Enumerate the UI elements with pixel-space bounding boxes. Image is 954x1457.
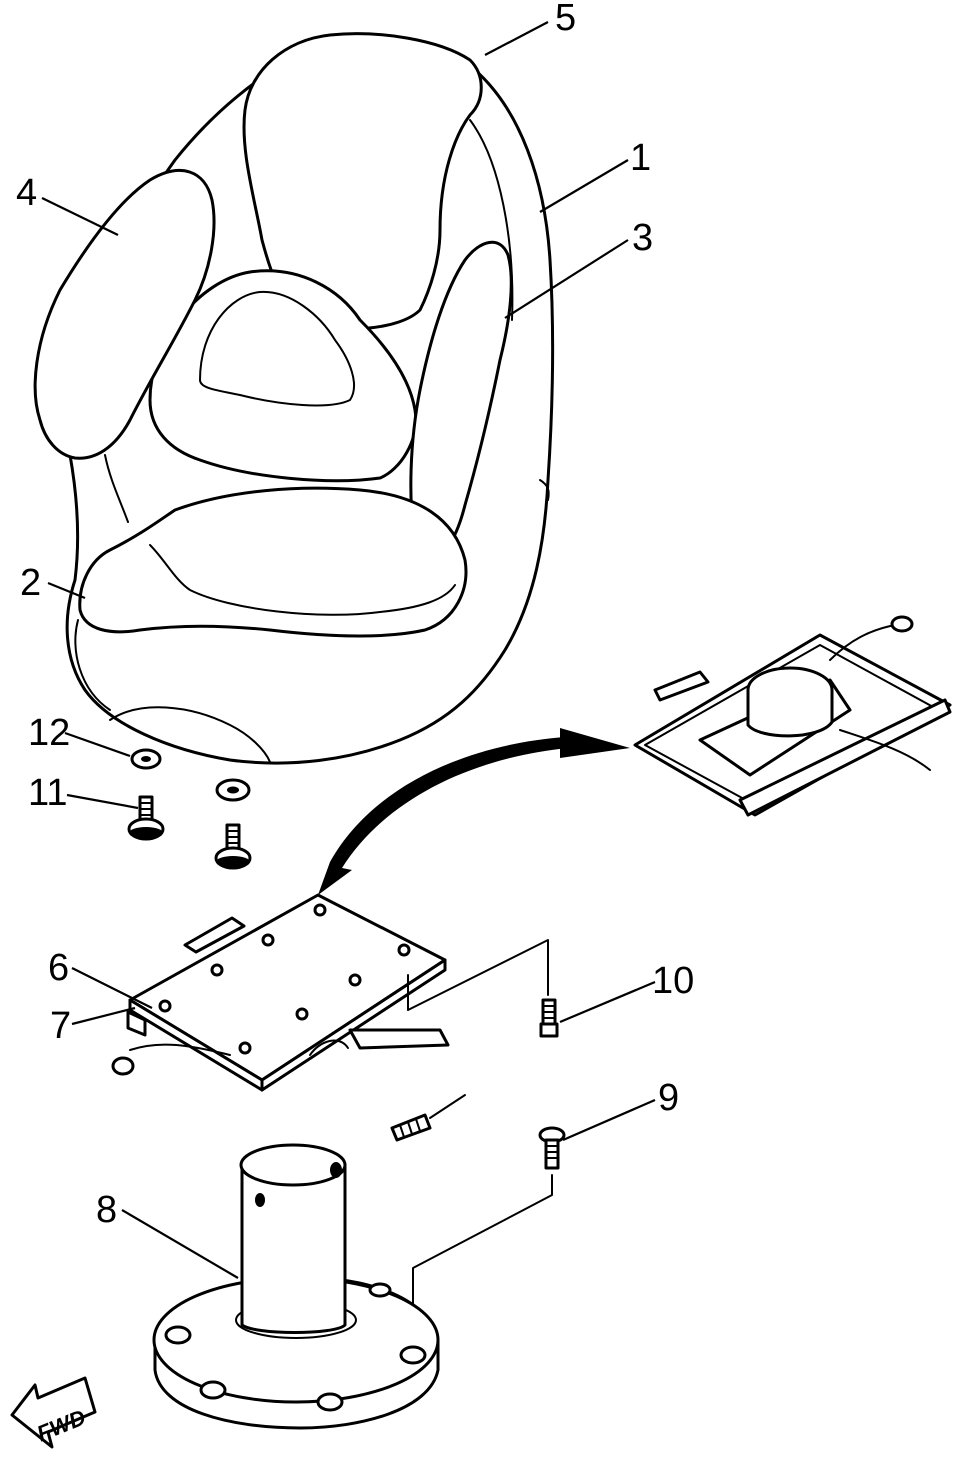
pedestal-base: [152, 1143, 440, 1430]
screw-9: [412, 1126, 566, 1346]
callout-12: 12: [28, 712, 70, 754]
washer-12-left: [130, 748, 162, 770]
leader-lines: [41, 21, 656, 1279]
seat-cushion: [74, 486, 468, 763]
assembly-arrow: [318, 728, 630, 895]
callout-3: 3: [632, 217, 653, 259]
pedestal-side-screw: [390, 1094, 466, 1142]
swivel-underside-view: [633, 615, 952, 817]
callout-4: 4: [16, 172, 37, 214]
callout-7: 7: [50, 1005, 71, 1047]
screw-10: [407, 939, 559, 1038]
callout-1: 1: [630, 137, 651, 179]
callout-11: 11: [28, 772, 67, 814]
callout-10: 10: [652, 960, 694, 1002]
backrest-lumbar: [148, 269, 418, 483]
mounting-plate: [111, 893, 450, 1092]
bolt-11-left: [127, 795, 165, 841]
callout-numbers: 5 1 3 4 2 12 11 6 7 8 9 10: [16, 0, 694, 1231]
backrest-center: [242, 32, 483, 331]
callout-9: 9: [658, 1077, 679, 1119]
fwd-arrow-icon: FWD: [10, 1376, 97, 1449]
callout-2: 2: [20, 562, 41, 604]
callout-5: 5: [555, 0, 576, 39]
callout-8: 8: [96, 1189, 117, 1231]
bolt-11-right: [214, 823, 252, 870]
callout-6: 6: [48, 947, 69, 989]
left-bolster: [33, 169, 216, 460]
washer-12-right: [215, 778, 251, 802]
